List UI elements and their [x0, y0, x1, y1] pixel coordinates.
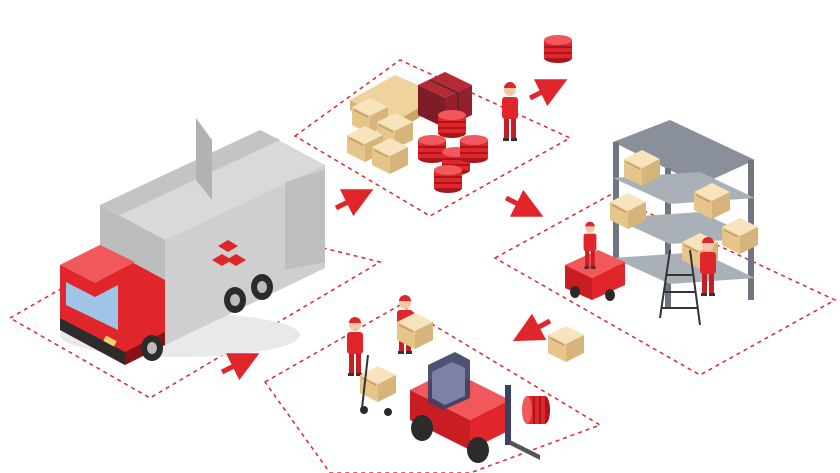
ladder-icon	[659, 249, 701, 326]
arrow-storage-to-dispatch	[512, 313, 552, 342]
order-picker-forklift-icon	[565, 250, 625, 301]
dispatch-area	[347, 295, 585, 463]
barrel-icon	[522, 396, 550, 424]
receiving-area	[346, 35, 572, 193]
forklift-icon	[410, 352, 540, 463]
barrel-icon	[418, 110, 488, 193]
arrow-dispatch-to-truck	[220, 353, 260, 381]
zone-dispatch	[263, 304, 602, 473]
arrow-truck-to-receiving	[334, 189, 374, 217]
cardboard-box-icon	[547, 325, 585, 363]
worker-icon	[700, 237, 716, 296]
zone-storage	[493, 194, 837, 376]
worker-icon	[347, 317, 363, 376]
truck-logo-icon	[212, 240, 246, 266]
flow-arrows	[220, 79, 568, 381]
hand-truck-icon	[359, 354, 397, 416]
arrow-receiving-to-barrel	[528, 79, 568, 107]
arrow-receiving-to-storage	[504, 189, 544, 217]
zone-receiving	[293, 59, 572, 217]
truck-wheel-icon	[141, 274, 273, 361]
worker-icon	[502, 82, 518, 141]
barrel-icon	[544, 35, 572, 63]
delivery-truck-icon	[60, 118, 325, 365]
storage-area	[565, 120, 759, 326]
